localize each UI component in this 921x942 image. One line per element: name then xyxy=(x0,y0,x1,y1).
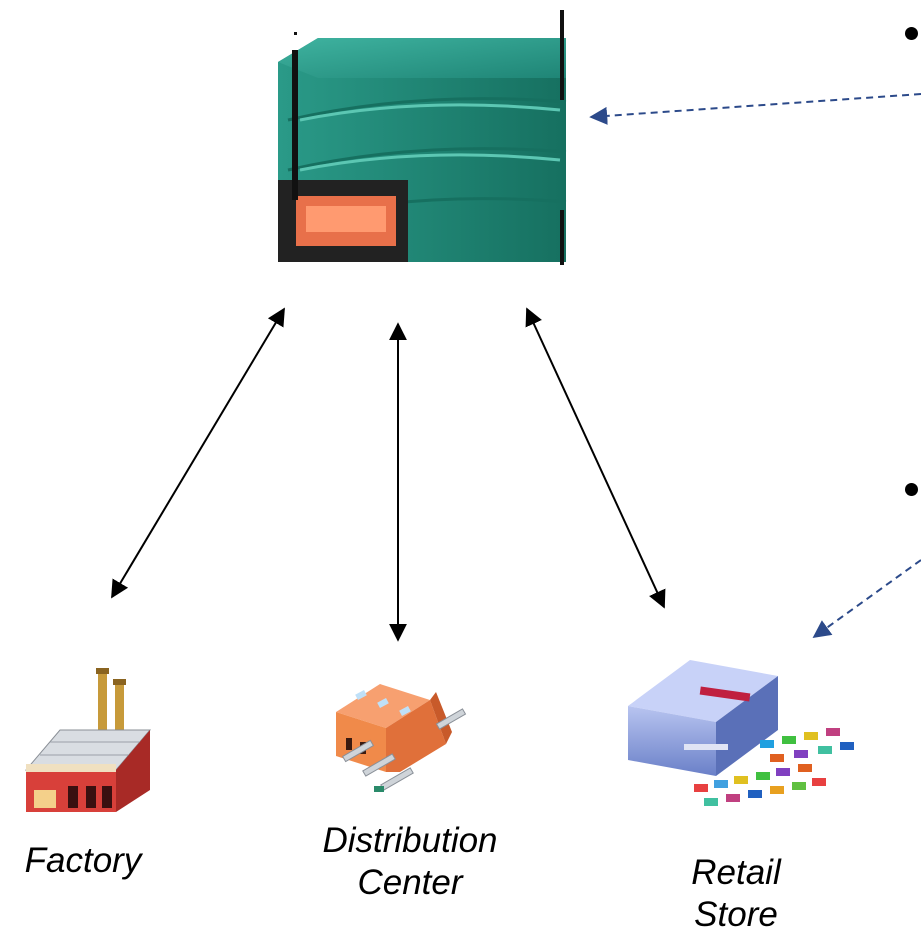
factory-label-text: Factory xyxy=(24,841,142,880)
retail-store-label: Retail Store xyxy=(646,852,826,936)
retail-store-icon xyxy=(628,660,854,806)
arrow-hub-retail xyxy=(525,307,666,609)
factory-label: Factory xyxy=(0,840,166,882)
distribution-label-line1: Distribution xyxy=(322,821,498,860)
dashed-arrow-to-retail xyxy=(812,559,921,639)
retail-label-line1: Retail xyxy=(691,853,781,892)
arrow-hub-factory xyxy=(111,307,285,599)
distribution-center-icon xyxy=(336,684,467,792)
bullet-marker xyxy=(905,27,918,40)
bullet-marker xyxy=(905,483,918,496)
distribution-label-line2: Center xyxy=(357,863,463,902)
retail-label-line2: Store xyxy=(694,895,778,934)
warehouse-hub-icon xyxy=(278,10,567,265)
factory-icon xyxy=(24,668,152,812)
distribution-center-label: Distribution Center xyxy=(290,820,530,904)
dashed-arrow-to-hub xyxy=(589,93,921,125)
